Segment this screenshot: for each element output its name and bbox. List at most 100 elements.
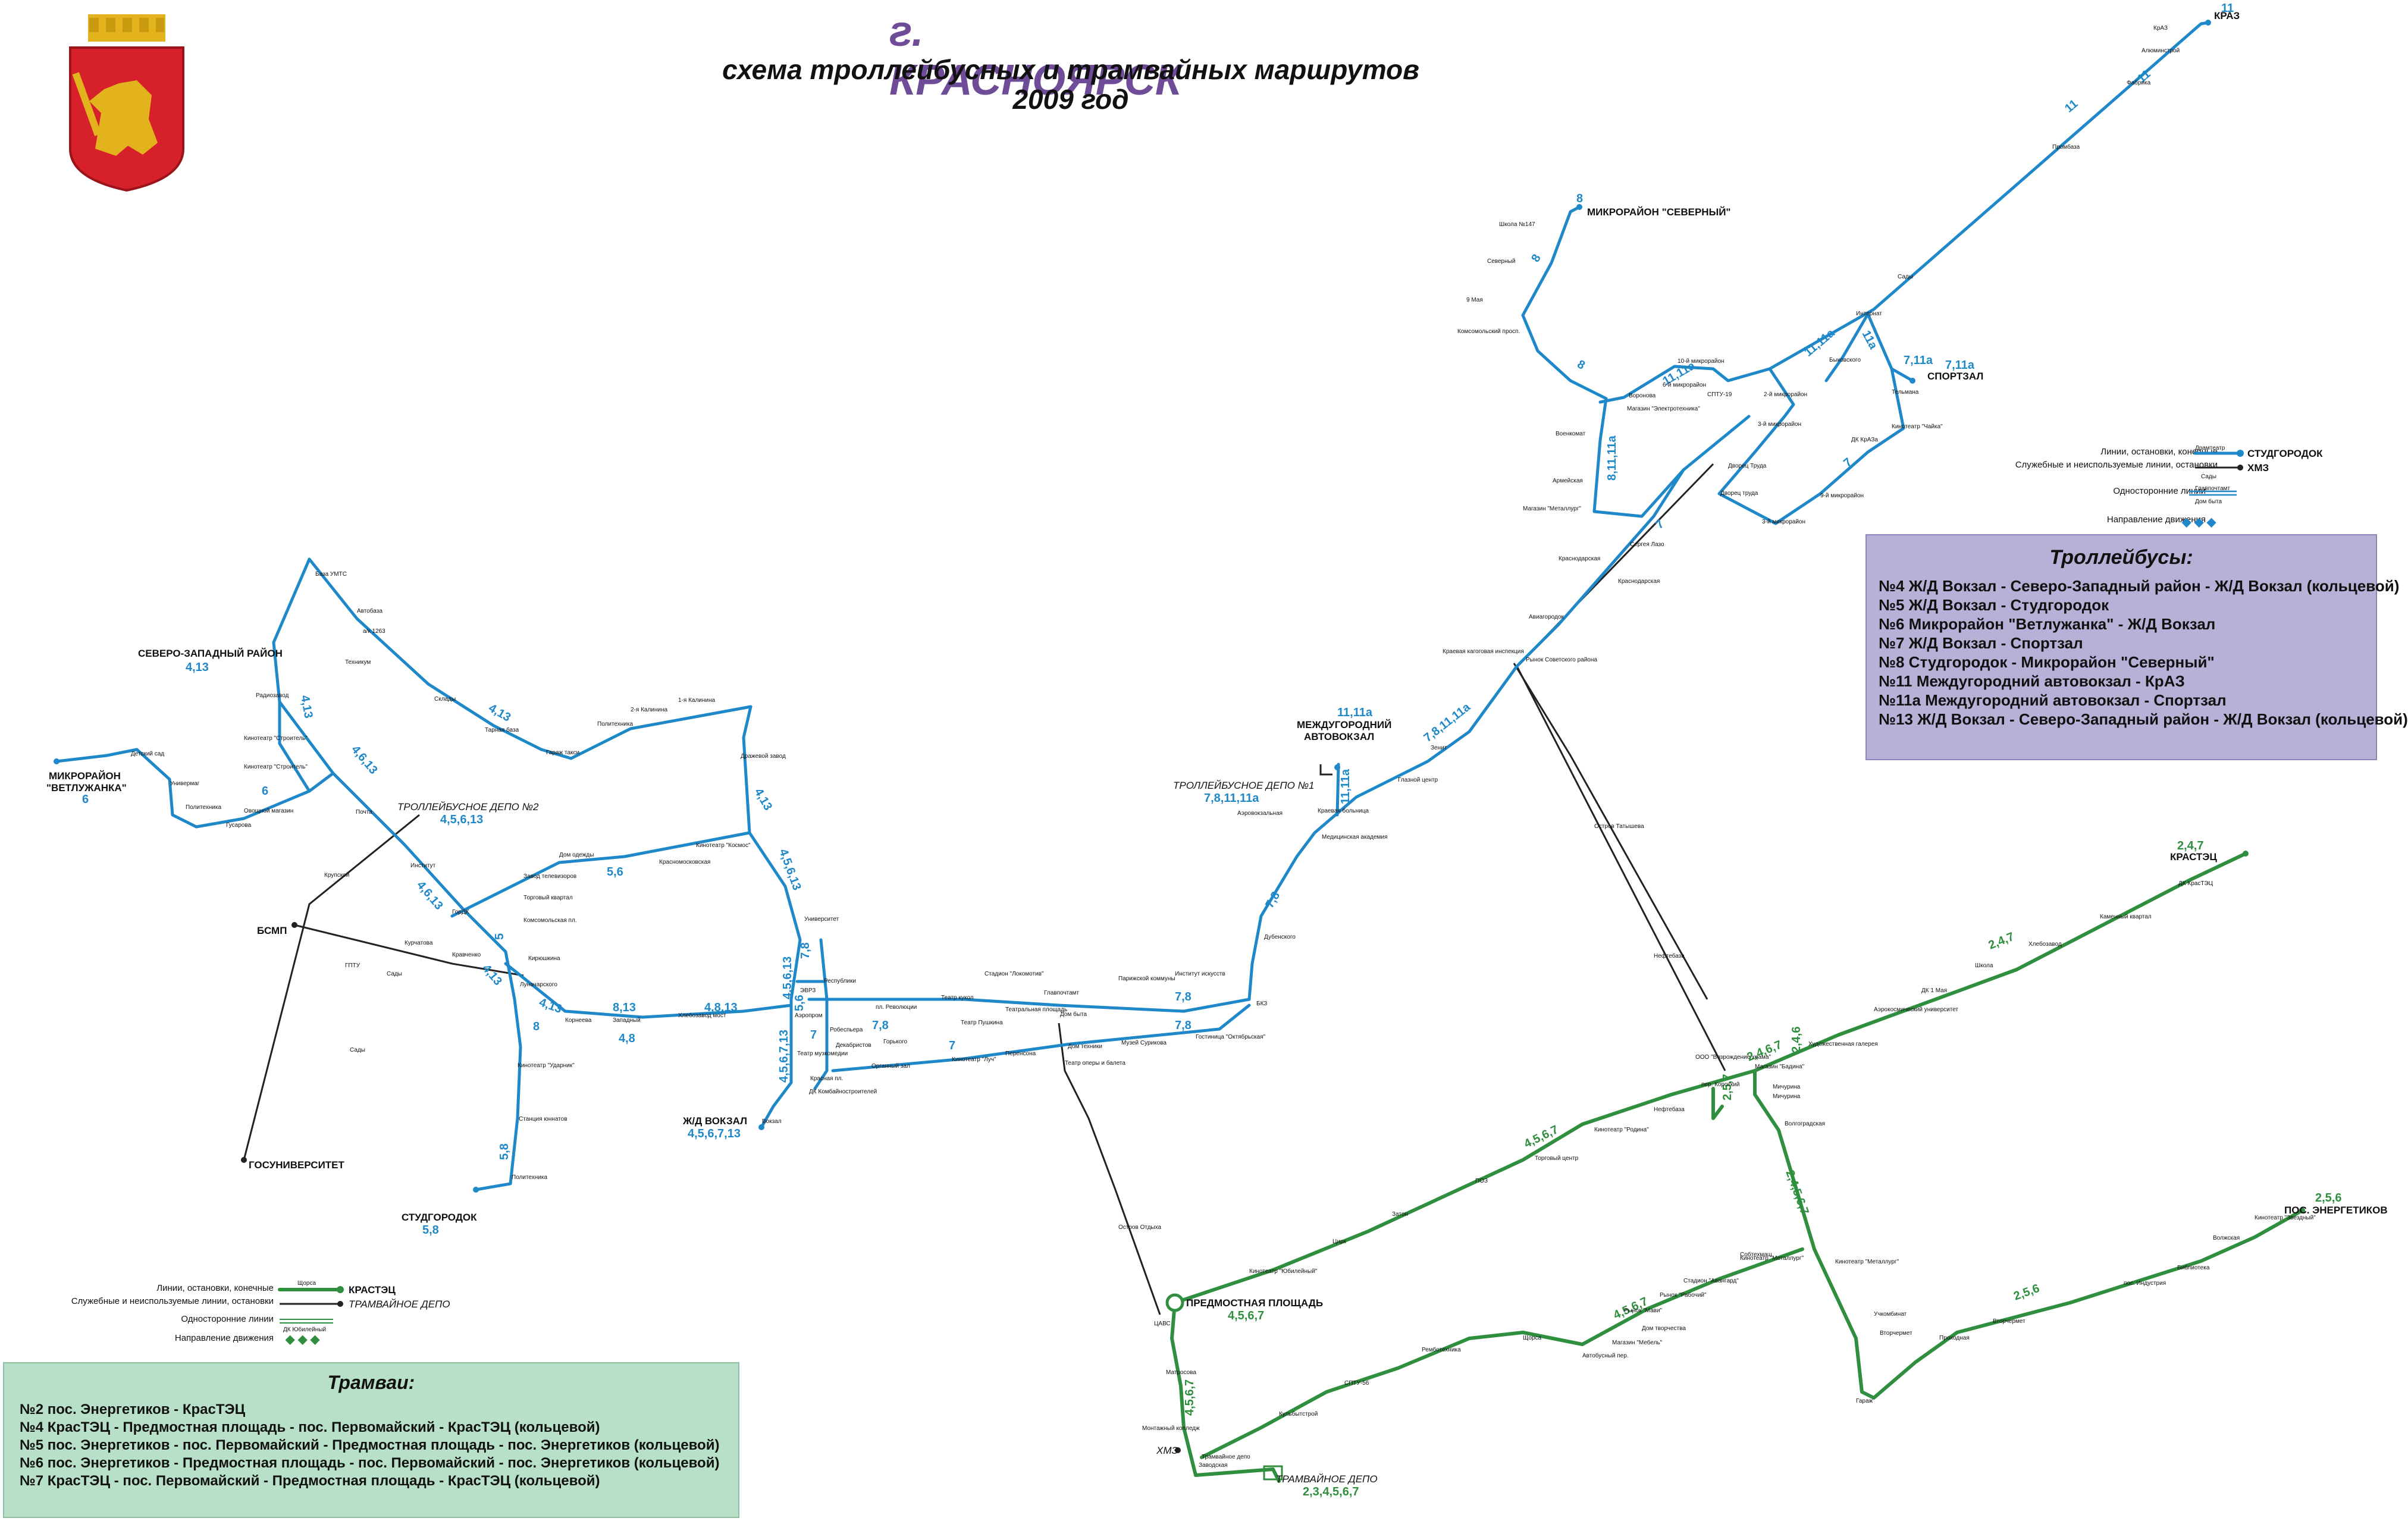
trolley-stop-label: БКЗ [1256,1001,1267,1007]
svg-text:2,4,6: 2,4,6 [1790,1027,1803,1053]
tram-stop-label: Аэрокосмический университет [1874,1006,1958,1013]
krasnoyarsk-coat-of-arms-icon [69,14,184,192]
legend-row: №2 пос. Энергетиков - КрасТЭЦ [20,1401,246,1417]
trolley-stop-label: Парижской коммуны [1118,976,1175,982]
trolley-stop-label: Музей Сурикова [1121,1040,1167,1046]
tram-legend: Трамваи: №2 пос. Энергетиков - КрасТЭЦ №… [3,1362,739,1518]
svg-text:7,8: 7,8 [1175,990,1192,1003]
svg-text:11: 11 [2221,2,2234,15]
svg-text:4,5,6,13: 4,5,6,13 [781,956,794,999]
svg-text:Направление движения: Направление движения [175,1333,274,1343]
trolley-stop-label: пл. Революции [876,1004,917,1011]
trolley-stop-label: Промбаза [2052,143,2080,150]
svg-text:СПОРТЗАЛ: СПОРТЗАЛ [1927,371,1983,382]
trolley-stop-label: Политехника [186,804,221,811]
trolley-stop-label: Универмаг [170,780,200,787]
trolleybus-legend-title: Троллейбусы: [2049,546,2193,569]
trolley-stop-label: СПТУ-19 [1707,391,1732,398]
trolley-stop-label: 2-я Калинина [631,707,668,713]
trolley-stop-label: Воронова [1629,393,1656,399]
svg-text:4,5,6,7: 4,5,6,7 [1183,1379,1196,1416]
trolley-stop-label: Институт [410,863,436,869]
legend-row: №13 Ж/Д Вокзал - Северо-Западный район -… [1879,710,2408,728]
tram-stop-label: Учкомбинат [1874,1310,1907,1318]
trolley-stop-label: Гусарова [226,822,252,829]
svg-text:7,8: 7,8 [872,1019,889,1032]
svg-text:ТРОЛЛЕЙБУСНОЕ ДЕПО №2: ТРОЛЛЕЙБУСНОЕ ДЕПО №2 [397,801,539,813]
tram-stop-label: Монтажный колледж [1142,1425,1200,1432]
svg-text:5,6: 5,6 [793,995,806,1011]
tram-stop-label: Торговый центр [1535,1155,1579,1162]
svg-text:4,13: 4,13 [186,661,209,674]
svg-text:Односторонние линии: Односторонние линии [181,1314,274,1324]
trolley-stop-label: 3-й микрорайон [1762,519,1805,525]
svg-text:7,8: 7,8 [799,942,812,959]
svg-text:ХМЗ: ХМЗ [1156,1445,1178,1456]
trolley-stop-label: Гараж такси [546,749,579,756]
trolley-stop-label: Дом одежды [559,852,594,858]
tram-stop-label: Магазин "Мебель" [1612,1339,1663,1346]
trolley-stop-label: Краснодарская [1618,578,1660,585]
trolley-stop-label: Сады [350,1047,365,1053]
tram-legend-title: Трамваи: [327,1372,415,1393]
tram-stop-label: Матросова [1166,1369,1196,1376]
trolley-stop-label: Медицинская академия [1322,834,1387,841]
svg-text:МИКРОРАЙОН: МИКРОРАЙОН [49,770,121,782]
svg-text:Сады: Сады [2201,473,2216,480]
trolley-stop-label: Кинотеатр "Луч" [952,1056,996,1063]
svg-text:8,11,11а: 8,11,11а [1606,435,1619,481]
trolley-stop-label: Тарная база [485,726,519,733]
trolley-stop-label: Красномосковская [659,859,710,865]
tram-stop-label: Щорса [1523,1335,1541,1341]
svg-text:11,11а: 11,11а [1802,327,1838,359]
trolley-stop-label: Дражевой завод [741,753,786,760]
svg-text:5: 5 [493,933,506,940]
trolley-stop-label: Кравченко [452,952,481,958]
tram-stop-label: ДК 1 Мая [1921,987,1947,994]
trolley-stop-label: Кинотеатр "Строитель" [244,735,308,742]
svg-text:2,4,7: 2,4,7 [1987,930,2016,952]
trolley-stop-label: Политехника [512,1174,547,1181]
trolley-stop-label: 10-й микрорайон [1678,358,1725,365]
svg-text:8: 8 [1575,357,1588,372]
svg-text:2,5,7: 2,5,7 [1721,1074,1734,1100]
legend-row: №11 Междугородний автовокзал - КрАЗ [1879,672,2185,690]
svg-text:4,5,6,7: 4,5,6,7 [1228,1309,1264,1322]
svg-text:6: 6 [262,785,268,798]
tram-stop-label: пос. Индустрия [2124,1280,2166,1287]
svg-text:Направление движения: Направление движения [2107,515,2206,525]
tram-stop-label: ПОЗ [1475,1178,1488,1184]
trolley-stop-label: Горького [883,1039,908,1045]
trolley-stop-label: Кинотеатр "Строитель" [244,764,308,770]
trolley-stop-label: Быковского [1829,357,1861,363]
trolley-stop-label: Театральная площадь [1005,1006,1067,1013]
trolley-stop-label: Остров Татышева [1594,823,1644,830]
svg-text:КРАЗ: КРАЗ [2214,10,2240,21]
trolley-stop-label: Армейская [1553,478,1583,484]
svg-text:4,5,6,13: 4,5,6,13 [776,847,803,892]
trolley-stop-label: Западный [613,1017,641,1024]
tram-stop-label: Собтехмаш [1740,1251,1772,1258]
svg-text:Щорса: Щорса [297,1280,316,1287]
trolley-stop-label: Республики [824,977,856,984]
trolley-stop-label: Краевая кагоговая инспекция [1443,648,1524,655]
svg-text:4,13: 4,13 [537,996,563,1016]
trolley-stop-label: Театр кукол [941,995,974,1001]
svg-text:ПРЕДМОСТНАЯ ПЛОЩАДЬ: ПРЕДМОСТНАЯ ПЛОЩАДЬ [1186,1297,1323,1309]
trolley-stop-label: Кинотеатр "Чайка" [1892,424,1943,430]
tram-stop-label: Цирк [1332,1238,1347,1245]
tram-stop-label: СПТУ-56 [1344,1380,1369,1387]
svg-text:5,8: 5,8 [498,1143,511,1160]
tram-stop-label: Заводская [1199,1462,1228,1469]
trolley-stop-label: Авиагородок [1529,614,1564,620]
legend-row: №6 пос. Энергетиков - Предмостная площад… [20,1455,720,1471]
svg-text:Служебные и неиспользуемые лин: Служебные и неиспользуемые линии, остано… [71,1296,274,1306]
trolley-stop-label: Университет [804,916,839,923]
tram-stop-label: Затон [1392,1211,1408,1218]
svg-text:7,8,11,11а: 7,8,11,11а [1204,792,1259,805]
svg-text:2,4,7: 2,4,7 [2177,839,2203,852]
trolley-stop-label: 9 Мая [1466,297,1483,303]
svg-text:11: 11 [2062,97,2080,115]
svg-text:Главпочтамт: Главпочтамт [2195,485,2230,492]
